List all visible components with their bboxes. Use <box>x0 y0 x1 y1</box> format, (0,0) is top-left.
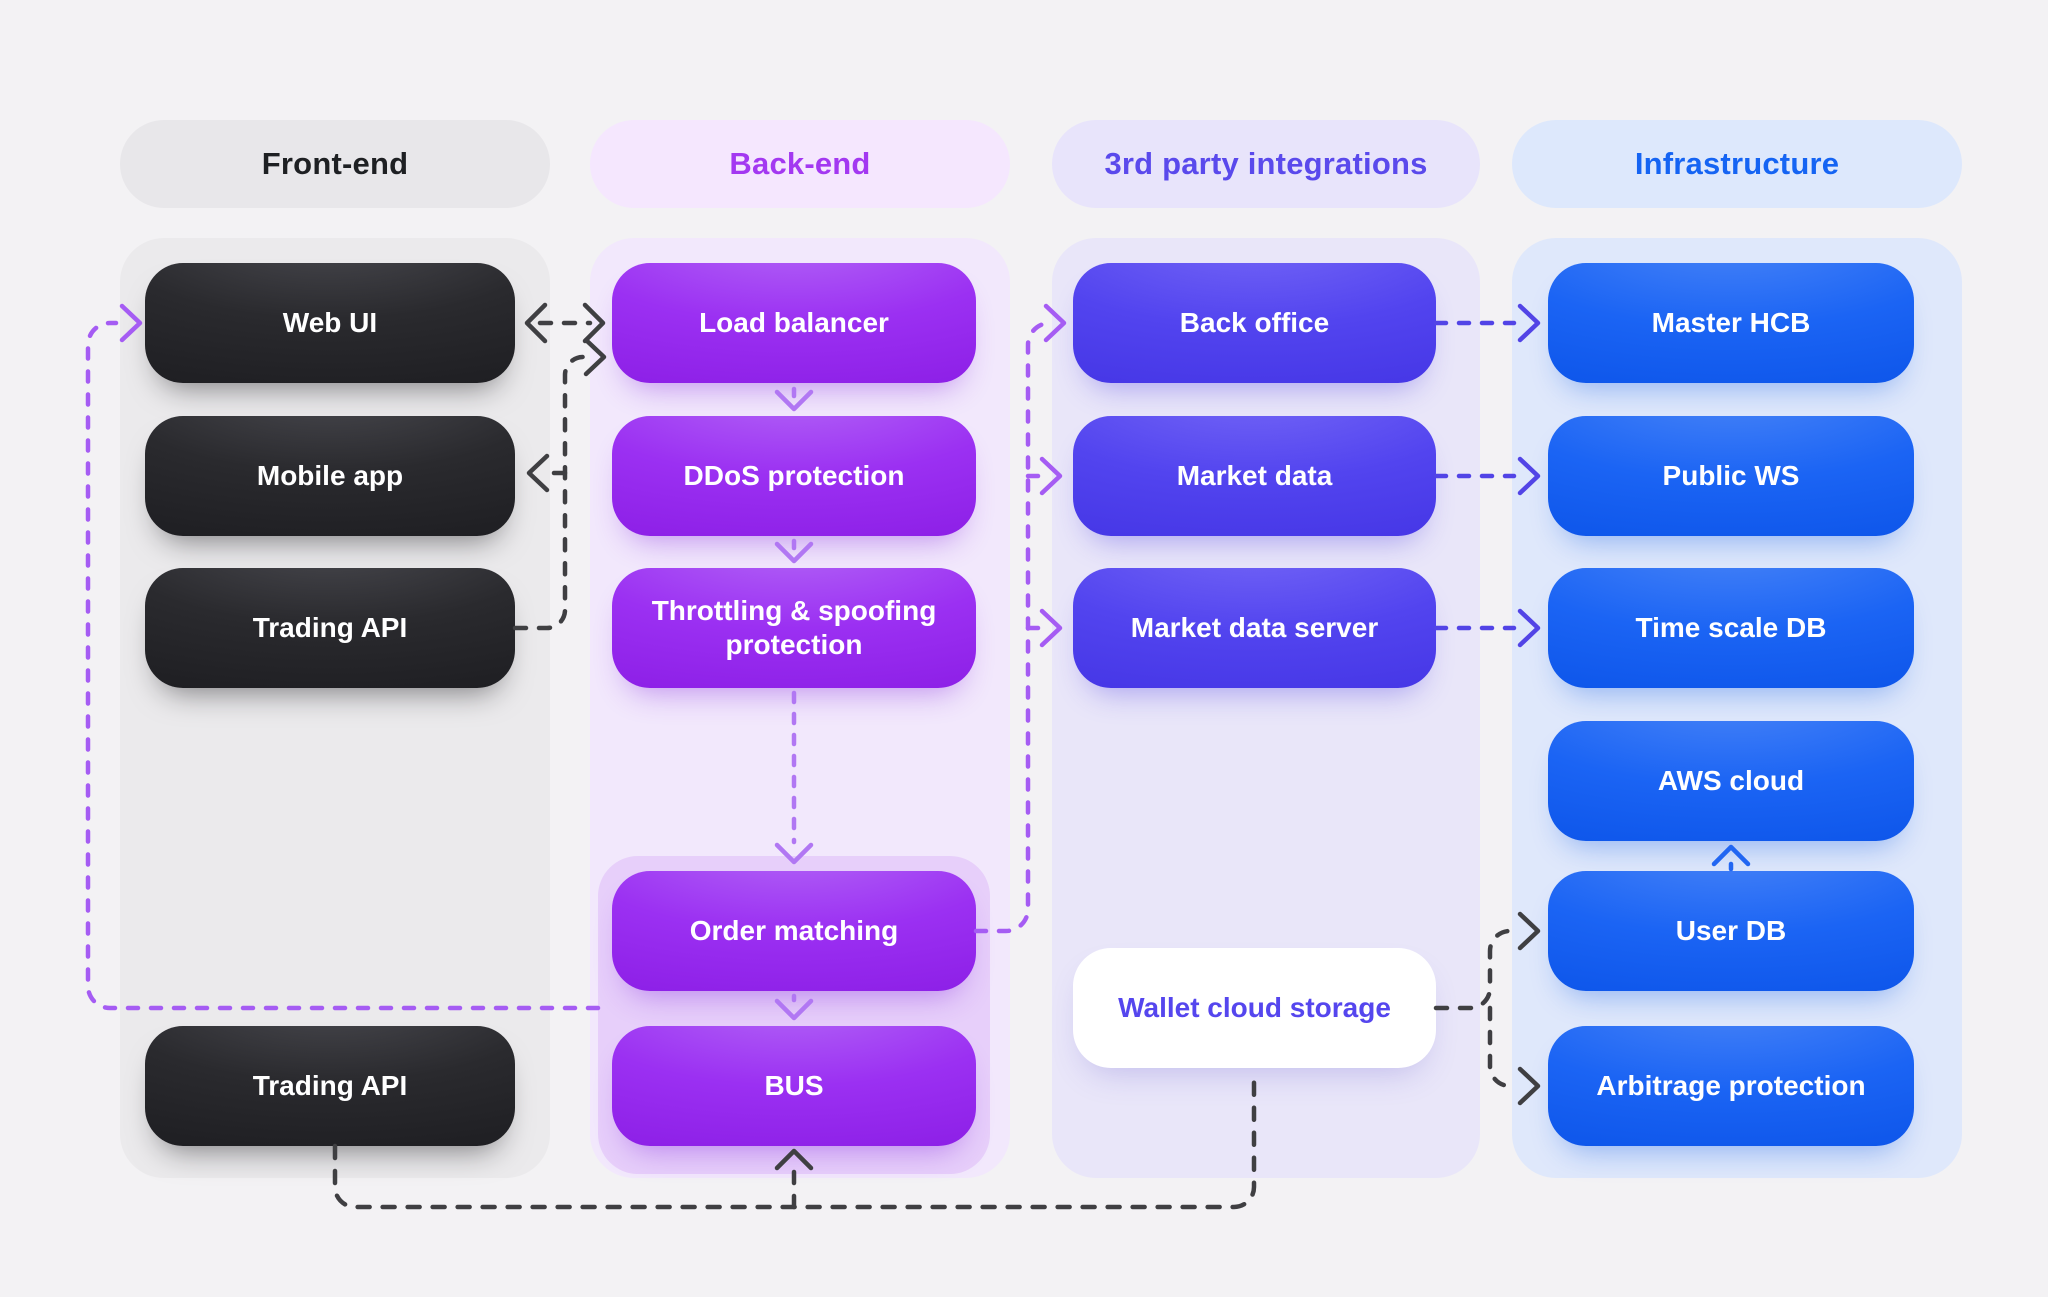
node-market-data-server: Market data server <box>1073 568 1436 688</box>
column-header-thirdparty: 3rd party integrations <box>1052 120 1480 208</box>
node-aws-cloud-label: AWS cloud <box>1657 765 1805 797</box>
node-throttling-label: Throttling & spoofing protection <box>651 595 937 660</box>
node-user-db-label: User DB <box>1675 915 1787 947</box>
node-public-ws: Public WS <box>1548 416 1914 536</box>
node-trading-api: Trading API <box>145 568 515 688</box>
node-time-scale-db-label: Time scale DB <box>1635 612 1827 644</box>
node-throttling-spoofing-protection: Throttling & spoofing protection <box>612 568 976 688</box>
edge-wallet-arbitrage-line <box>1487 1005 1517 1089</box>
node-order-matching-label: Order matching <box>689 915 899 947</box>
node-wallet-cloud-storage-label: Wallet cloud storage <box>1118 992 1391 1024</box>
node-arbitrage-protection-label: Arbitrage protection <box>1596 1070 1866 1102</box>
node-master-hcb: Master HCB <box>1548 263 1914 383</box>
node-back-office: Back office <box>1073 263 1436 383</box>
infrastructure-panel <box>1512 238 1962 1178</box>
node-bus: BUS <box>612 1026 976 1146</box>
node-bus-label: BUS <box>764 1070 824 1102</box>
node-mobile-app-label: Mobile app <box>256 460 404 492</box>
node-aws-cloud: AWS cloud <box>1548 721 1914 841</box>
node-master-hcb-label: Master HCB <box>1651 307 1811 339</box>
node-public-ws-label: Public WS <box>1662 460 1800 492</box>
node-arbitrage-protection: Arbitrage protection <box>1548 1026 1914 1146</box>
node-web-ui-label: Web UI <box>282 307 378 339</box>
node-market-data-label: Market data <box>1176 460 1333 492</box>
column-header-frontend-label: Front-end <box>261 146 409 181</box>
node-wallet-cloud-storage: Wallet cloud storage <box>1073 948 1436 1068</box>
column-header-frontend: Front-end <box>120 120 550 208</box>
node-time-scale-db: Time scale DB <box>1548 568 1914 688</box>
column-header-backend-label: Back-end <box>729 146 871 181</box>
node-load-balancer: Load balancer <box>612 263 976 383</box>
node-mobile-app: Mobile app <box>145 416 515 536</box>
node-back-office-label: Back office <box>1179 307 1330 339</box>
node-trading-api-bottom-label: Trading API <box>252 1070 408 1102</box>
node-user-db: User DB <box>1548 871 1914 991</box>
node-ddos-protection-label: DDoS protection <box>683 460 905 492</box>
node-market-data-server-label: Market data server <box>1130 612 1379 644</box>
node-trading-api-label: Trading API <box>252 612 408 644</box>
column-header-infrastructure: Infrastructure <box>1512 120 1962 208</box>
node-load-balancer-label: Load balancer <box>699 307 889 339</box>
node-trading-api-bottom: Trading API <box>145 1026 515 1146</box>
column-header-backend: Back-end <box>590 120 1010 208</box>
column-header-infrastructure-label: Infrastructure <box>1634 146 1840 181</box>
node-market-data: Market data <box>1073 416 1436 536</box>
node-ddos-protection: DDoS protection <box>612 416 976 536</box>
column-header-thirdparty-label: 3rd party integrations <box>1104 146 1428 181</box>
node-web-ui: Web UI <box>145 263 515 383</box>
node-order-matching: Order matching <box>612 871 976 991</box>
